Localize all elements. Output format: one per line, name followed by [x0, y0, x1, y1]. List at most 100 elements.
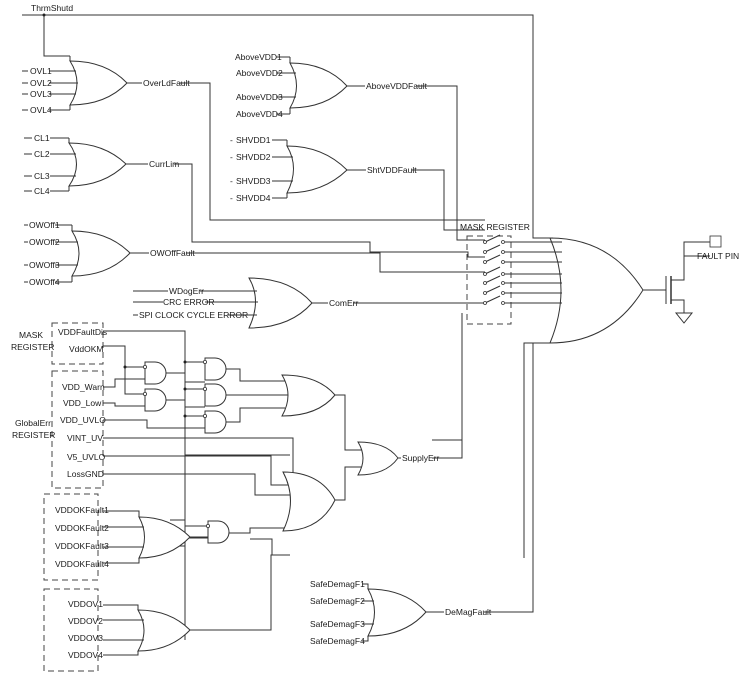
mask-register-box-label-2: REGISTER [11, 342, 54, 352]
mask-register-box-label-1: MASK [19, 330, 43, 340]
overldfault-wire [180, 82, 485, 221]
signal-lossgnd: LossGND [67, 469, 104, 479]
mask-register-label: MASK REGISTER [460, 222, 530, 232]
signal-vddov2: VDDOV2 [68, 616, 103, 626]
input-safedemagf3: SafeDemagF3 [310, 619, 365, 629]
signal-vdd-uvlo: VDD_UVLO [60, 415, 106, 425]
input-abovevdd4: AboveVDD4 [236, 109, 283, 119]
signal-vdd-low: VDD_Low [63, 398, 102, 408]
comerr-or-gate [248, 277, 313, 329]
input-cl4: CL4 [34, 186, 50, 196]
and-gate-6 [205, 520, 230, 544]
abovevddfault-label: AboveVDDFault [366, 81, 428, 91]
input-shvdd4: SHVDD4 [236, 193, 271, 203]
fault-pin-label: FAULT PIN [697, 251, 739, 261]
supply-logic-wires [103, 330, 370, 640]
or-input-wires [505, 241, 562, 304]
mask-register-switch-box [466, 235, 512, 325]
overldfault-label: OverLdFault [143, 78, 190, 88]
abovevdd-or-gate [289, 57, 348, 114]
input-shvdd3: SHVDD3 [236, 176, 271, 186]
junction-dots [123, 360, 187, 418]
vddov-or-gate [103, 604, 191, 656]
input-ovl4: OVL4 [30, 105, 52, 115]
comerr-label: ComErr [329, 298, 358, 308]
mask-switch [483, 244, 505, 254]
supplyerr-wire [432, 313, 463, 441]
signal-vddokm: VddOKM [69, 344, 104, 354]
owofffault-wire [186, 252, 485, 273]
globalerr-box-label-2: REGISTER [12, 430, 55, 440]
input-shvdd2: SHVDD2 [236, 152, 271, 162]
supply-or-gate-2 [282, 471, 336, 532]
and-gate-5 [202, 410, 227, 434]
fault-or-gate [533, 237, 644, 344]
owoff-or-gate [71, 225, 131, 282]
fault-pin-icon [709, 235, 722, 248]
mask-switch [483, 285, 505, 295]
input-ovl2: OVL2 [30, 78, 52, 88]
mask-switch [483, 266, 505, 276]
input-safedemagf1: SafeDemagF1 [310, 579, 365, 589]
abovevddfault-wire [416, 85, 485, 241]
signal-vddokfault3: VDDOKFault3 [55, 541, 109, 551]
signal-vddov4: VDDOV4 [68, 650, 103, 660]
comerr-inputs [133, 290, 258, 316]
thrmshutd-label: ThrmShutd [31, 3, 73, 13]
shtvdd-inputs [272, 139, 293, 199]
mask-register-box [51, 322, 104, 365]
input-spi-clock-cycle-error: SPI CLOCK CYCLE ERROR [139, 310, 248, 320]
signal-vddokfault2: VDDOKFault2 [55, 523, 109, 533]
mask-switch [483, 254, 505, 264]
globalerr-register-box [51, 370, 104, 489]
input-crc-error: CRC ERROR [163, 297, 214, 307]
input-ovl3: OVL3 [30, 89, 52, 99]
overload-or-gate [69, 56, 128, 110]
signal-vddfaultdis: VDDFaultDis [58, 327, 107, 337]
supplyerr-label: SupplyErr [402, 453, 439, 463]
signal-vint-uv: VINT_UV [67, 433, 103, 443]
input-abovevdd2: AboveVDD2 [236, 68, 283, 78]
vddov-box [43, 588, 99, 672]
demag-or-gate [362, 583, 427, 642]
input-safedemagf2: SafeDemagF2 [310, 596, 365, 606]
currlim-label: CurrLim [149, 159, 179, 169]
globalerr-box-label-1: GlobalErr [15, 418, 51, 428]
mask-switch [483, 275, 505, 285]
currlim-wire [174, 163, 485, 258]
vddokfault-or-gate [103, 510, 191, 564]
input-ovl1: OVL1 [30, 66, 52, 76]
signal-vddokfault1: VDDOKFault1 [55, 505, 109, 515]
mask-switch [483, 234, 505, 244]
demagfault-wire [484, 343, 534, 613]
and-gate-3 [202, 357, 227, 381]
input-abovevdd1: AboveVDD1 [235, 52, 282, 62]
signal-vddov3: VDDOV3 [68, 633, 103, 643]
currlim-inputs [24, 137, 76, 192]
shtvddfault-label: ShtVDDFault [367, 165, 417, 175]
supplyerr-or-gate [357, 441, 399, 476]
thrmshutd-wire [22, 13, 553, 239]
input-safedemagf4: SafeDemagF4 [310, 636, 365, 646]
svg-text:-: - [230, 135, 233, 145]
signal-vddov1: VDDOV1 [68, 599, 103, 609]
input-owoff2: OWOff2 [29, 237, 60, 247]
svg-text:-: - [230, 193, 233, 203]
input-cl1: CL1 [34, 133, 50, 143]
owofffault-label: OWOffFault [150, 248, 195, 258]
and-gate-1 [142, 361, 167, 385]
signal-vddokfault4: VDDOKFault4 [55, 559, 109, 569]
signal-vdd-warn: VDD_Warn [62, 382, 105, 392]
mask-switches [483, 234, 505, 305]
shtvdd-or-gate [286, 140, 348, 198]
input-owoff4: OWOff4 [29, 277, 60, 287]
mosfet-icon [665, 255, 710, 324]
supply-or-gate-1 [281, 374, 336, 417]
overload-inputs [22, 70, 78, 111]
mask-switch [483, 295, 505, 305]
input-shvdd1: SHVDD1 [236, 135, 271, 145]
input-owoff3: OWOff3 [29, 260, 60, 270]
currlim-or-gate [68, 138, 127, 191]
demagfault-label: DeMagFault [445, 607, 492, 617]
